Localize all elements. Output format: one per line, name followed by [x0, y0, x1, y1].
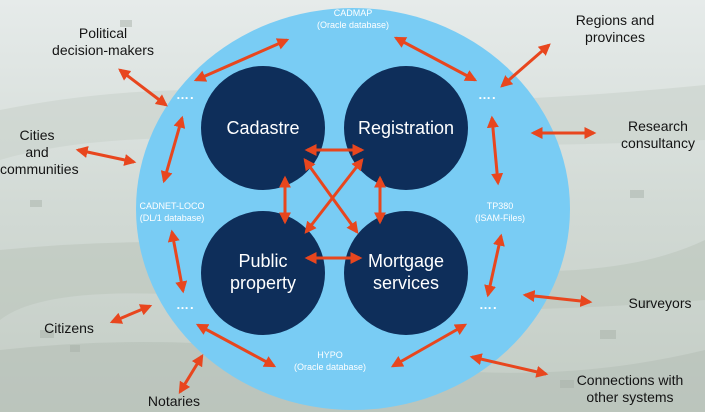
db-cadmap-type: (Oracle database) [316, 20, 390, 30]
arrow-notaries [178, 353, 204, 395]
db-tp380-name: TP380 [486, 201, 514, 211]
ellipsis-bottom-left: …. [176, 297, 195, 312]
arrow-ring-right-upper [486, 115, 504, 186]
arrow-ring-bottom-left [195, 323, 277, 368]
arrow-ring-right-lower [484, 233, 505, 298]
arrow-ring-left-upper [160, 115, 186, 184]
arrow-connections [469, 353, 549, 378]
cadastre-node [201, 66, 325, 190]
arrow-ring-bottom-right [390, 323, 468, 368]
external-surveyors: Surveyors [628, 295, 692, 311]
db-tp380: TP380 (ISAM-Files) [455, 200, 545, 224]
db-cadnet-type: (DL/1 database) [139, 213, 205, 223]
arrow-surveyors [522, 290, 593, 307]
arrow-ring-top-left [193, 38, 290, 82]
arrow-registration-public [304, 158, 364, 234]
mortgage-services-label: Mortgage services [367, 251, 445, 293]
arrow-regions [500, 43, 551, 88]
ellipsis-top-right: …. [478, 87, 497, 102]
public-property-label: Public property [229, 251, 297, 293]
external-research: Research consultancy [621, 118, 695, 151]
arrow-citizens [109, 304, 153, 324]
db-hypo-type: (Oracle database) [293, 362, 367, 372]
external-cities: Cities and communities [0, 127, 79, 177]
arrow-ring-left-lower [167, 229, 188, 294]
mortgage-services-node [344, 211, 468, 335]
arrow-political [118, 68, 168, 107]
cadastre-label: Cadastre [226, 118, 300, 138]
db-cadnet-name: CADNET-LOCO [139, 201, 205, 211]
public-property-node [201, 211, 325, 335]
external-citizens: Citizens [44, 320, 94, 336]
db-tp380-type: (ISAM-Files) [475, 213, 525, 223]
db-hypo-name: HYPO [317, 350, 343, 360]
db-cadnet: CADNET-LOCO (DL/1 database) [122, 200, 222, 224]
arrow-cities [75, 146, 137, 166]
external-notaries: Notaries [147, 393, 201, 409]
external-regions: Regions and provinces [575, 12, 655, 45]
ellipsis-top-left: …. [176, 87, 195, 102]
external-connections: Connections with other systems [576, 372, 684, 405]
arrow-ring-top-right [393, 36, 478, 82]
external-political: Political decision-makers [52, 25, 154, 58]
registration-label: Registration [357, 118, 455, 138]
registration-node [344, 66, 468, 190]
ellipsis-bottom-right: …. [479, 297, 498, 312]
db-hypo: HYPO (Oracle database) [275, 349, 385, 373]
db-cadmap-name: CADMAP [333, 8, 373, 18]
db-cadmap: CADMAP (Oracle database) [298, 7, 408, 31]
